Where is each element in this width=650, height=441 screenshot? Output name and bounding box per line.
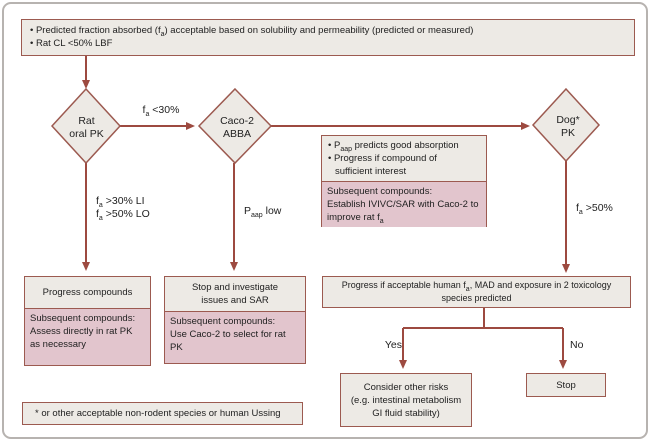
label-fa-gt-50: fa >50%	[576, 202, 613, 217]
progress-compounds-main: Progress compounds	[25, 277, 150, 309]
caco2-note-main: • Paap predicts good absorption • Progre…	[322, 136, 486, 182]
rat-oral-pk-label: Rat oral PK	[69, 115, 104, 140]
stop-box: Stop	[526, 373, 606, 397]
caco2-note-subsequent: Subsequent compounds: Establish IVIVC/SA…	[322, 182, 486, 227]
entry-criteria-line1: • Predicted fraction absorbed (fa) accep…	[30, 25, 474, 38]
stop-investigate-box: Stop and investigate issues and SAR Subs…	[164, 276, 306, 364]
caco2-note-bullet2: • Progress if compound of sufficient int…	[328, 153, 437, 177]
label-no: No	[570, 339, 584, 351]
caco2-note-box: • Paap predicts good absorption • Progre…	[321, 135, 487, 227]
caco2-note-bullet1: • Paap predicts good absorption	[328, 140, 459, 153]
entry-criteria-box: • Predicted fraction absorbed (fa) accep…	[21, 19, 635, 56]
progress-compounds-subsequent: Subsequent compounds: Assess directly in…	[25, 309, 150, 365]
label-fa-li-lo: fa >30% LI fa >50% LO	[96, 195, 150, 223]
caco2-abba-label: Caco-2 ABBA	[220, 115, 254, 140]
dog-pk-label: Dog* PK	[556, 114, 580, 139]
label-fa-lt-30: fa <30%	[142, 104, 180, 119]
entry-criteria-line2: • Rat CL <50% LBF	[30, 38, 113, 49]
stop-investigate-main: Stop and investigate issues and SAR	[165, 277, 305, 312]
decision-tree-lines	[403, 305, 563, 329]
label-yes: Yes	[384, 339, 402, 351]
consider-risks-box: Consider other risks (e.g. intestinal me…	[340, 373, 472, 427]
stop-investigate-subsequent: Subsequent compounds: Use Caco-2 to sele…	[165, 312, 305, 363]
progress-compounds-box: Progress compounds Subsequent compounds:…	[24, 276, 151, 366]
progress-human-box: Progress if acceptable human fa, MAD and…	[322, 276, 631, 308]
footnote-box: * or other acceptable non-rodent species…	[22, 402, 303, 425]
label-paap-low: Paap low	[244, 205, 282, 220]
